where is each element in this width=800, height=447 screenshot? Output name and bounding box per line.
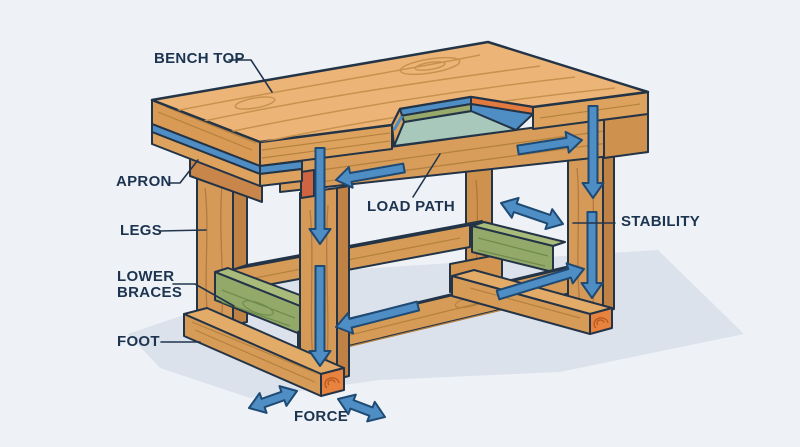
- bench-top: [150, 40, 650, 187]
- lower-braces-leader-line: [172, 283, 235, 307]
- label-load-path: LOAD PATH: [367, 198, 455, 215]
- load-arrow-right-leg-lower: [580, 211, 604, 299]
- label-lower-braces: LOWER BRACES: [117, 268, 183, 302]
- notch-right-blue-layer: [470, 103, 534, 131]
- force-double-arrow-left: [248, 385, 298, 414]
- load-arrow-left-leg-upper: [308, 147, 332, 245]
- bench-top-lower-lamination-front: [259, 168, 303, 187]
- label-force: FORCE: [294, 408, 348, 425]
- load-arrow-right-leg-upper: [581, 105, 605, 199]
- load-arrow-left-leg-lower: [308, 265, 332, 367]
- left-foot: [183, 307, 345, 397]
- label-legs: LEGS: [120, 222, 163, 239]
- load-arrow-stretcher-up-right: [495, 262, 585, 301]
- label-stability: STABILITY: [621, 213, 701, 230]
- label-foot: FOOT: [117, 333, 160, 350]
- bench-top-notch: [391, 96, 534, 147]
- load-path-leader-line: [412, 153, 441, 198]
- leg-tenon-wedge: [300, 169, 315, 199]
- stability-double-arrow: [500, 196, 564, 231]
- load-arrow-stretcher-down-left: [335, 300, 421, 335]
- label-bench-top: BENCH TOP: [154, 50, 245, 67]
- force-double-arrow-right: [337, 393, 386, 423]
- left-foot-end-grain: [320, 367, 345, 397]
- right-lower-brace: [471, 221, 566, 273]
- leader-lines: [158, 59, 616, 343]
- right-foot: [451, 269, 613, 335]
- load-arrow-apron-left: [335, 162, 406, 189]
- load-arrow-apron-right: [516, 130, 583, 156]
- legs-leader-line: [158, 229, 207, 232]
- apron-leader-line: [168, 159, 199, 184]
- arrows: [248, 105, 605, 423]
- label-apron: APRON: [116, 173, 172, 190]
- bench-top-leader-line: [228, 59, 273, 93]
